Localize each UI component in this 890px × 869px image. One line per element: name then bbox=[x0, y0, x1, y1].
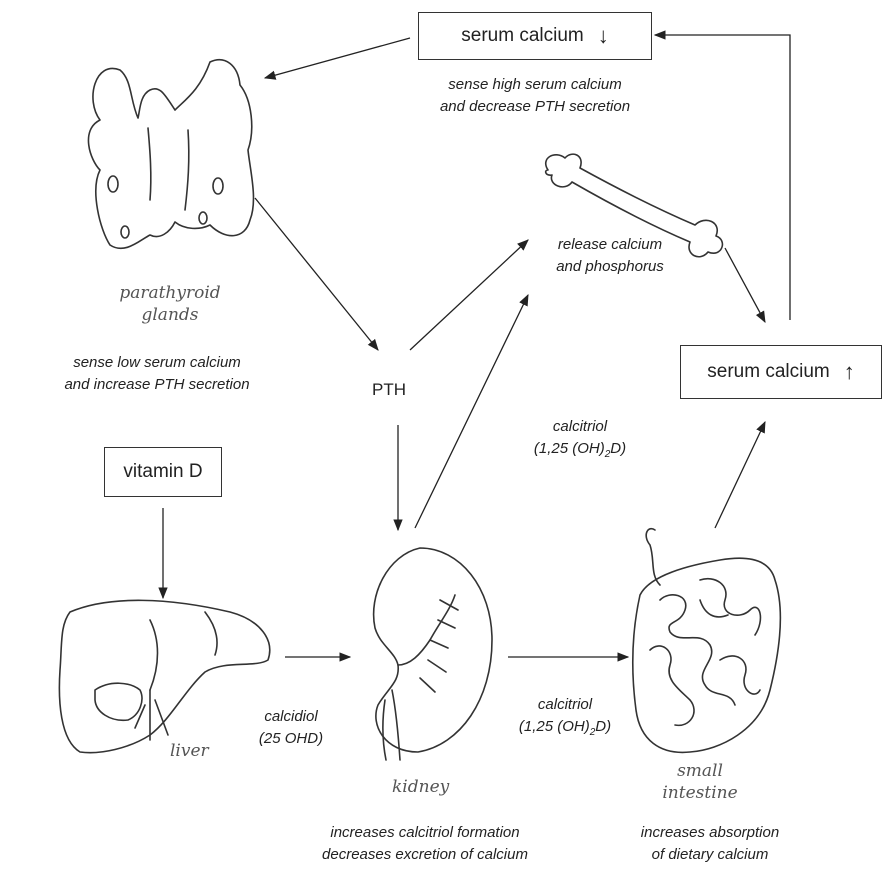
down-arrow-icon: ↓ bbox=[598, 23, 609, 49]
kidney-name: kidney bbox=[392, 776, 449, 798]
arrow-feedback-to-parathyroid bbox=[265, 38, 410, 78]
label-calcitriol-lower: calcitriol (1,25 (OH)2D) bbox=[490, 694, 640, 744]
up-arrow-icon: ↑ bbox=[844, 359, 855, 385]
intestine-name: small intestine bbox=[650, 760, 750, 804]
serum-calcium-high-box: serum calcium ↑ bbox=[680, 345, 882, 399]
arrow-parathyroid-to-pth bbox=[255, 198, 378, 350]
serum-calcium-low-text: serum calcium bbox=[461, 25, 583, 47]
arrow-intestine-to-serum-high bbox=[715, 422, 765, 528]
label-sense-low: sense low serum calcium and increase PTH… bbox=[42, 352, 272, 396]
arrow-pth-to-bone bbox=[410, 240, 528, 350]
vitamin-d-text: vitamin D bbox=[123, 461, 202, 483]
liver-name: liver bbox=[170, 740, 209, 762]
vitamin-d-box: vitamin D bbox=[104, 447, 222, 497]
label-bone-release: release calcium and phosphorus bbox=[525, 234, 695, 278]
arrow-bone-to-serum-high bbox=[725, 248, 765, 322]
serum-calcium-low-box: serum calcium ↓ bbox=[418, 12, 652, 60]
label-calcidiol: calcidiol (25 OHD) bbox=[236, 706, 346, 750]
parathyroid-glands-icon bbox=[88, 60, 253, 249]
small-intestine-icon bbox=[633, 529, 781, 753]
parathyroid-name: parathyroid glands bbox=[110, 282, 230, 326]
serum-calcium-high-text: serum calcium bbox=[707, 361, 829, 383]
label-kidney-effect: increases calcitriol formation decreases… bbox=[290, 822, 560, 866]
label-sense-high: sense high serum calcium and decrease PT… bbox=[420, 74, 650, 118]
pth-label: PTH bbox=[372, 380, 406, 400]
label-intestine-effect: increases absorption of dietary calcium bbox=[620, 822, 800, 866]
label-calcitriol-upper: calcitriol (1,25 (OH)2D) bbox=[505, 416, 655, 466]
kidney-icon bbox=[374, 548, 492, 760]
